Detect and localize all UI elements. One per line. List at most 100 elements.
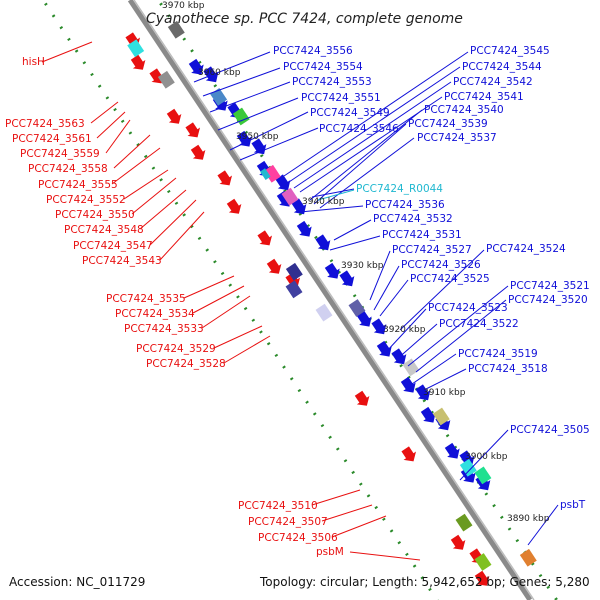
gene-label[interactable]: PCC7424_3507 — [248, 516, 328, 528]
gene-label[interactable]: PCC7424_3544 — [462, 61, 542, 73]
gene-label[interactable]: psbT — [560, 499, 586, 511]
forward-gene[interactable] — [415, 384, 431, 401]
forward-gene[interactable] — [203, 66, 219, 83]
gene-label[interactable]: PCC7424_3563 — [5, 118, 85, 130]
gene-label[interactable]: PCC7424_3535 — [106, 293, 186, 305]
gene-label[interactable]: PCC7424_3524 — [486, 243, 566, 255]
forward-gene[interactable] — [371, 318, 387, 335]
feature-block[interactable] — [474, 553, 492, 571]
forward-gene[interactable] — [315, 234, 331, 251]
reverse-gene[interactable] — [401, 446, 417, 462]
rna-feature[interactable] — [260, 168, 271, 180]
gene-label[interactable]: PCC7424_3532 — [373, 213, 453, 225]
forward-gene[interactable] — [420, 406, 436, 423]
gene-label[interactable]: PCC7424_3533 — [124, 323, 204, 335]
forward-gene[interactable] — [188, 58, 204, 75]
gene-label[interactable]: PCC7424_3525 — [410, 273, 490, 285]
gene-label[interactable]: PCC7424_3539 — [408, 118, 488, 130]
gene-label[interactable]: PCC7424_3521 — [510, 280, 590, 292]
gene-label[interactable]: psbM — [316, 546, 344, 558]
gene-label[interactable]: hisH — [22, 56, 45, 68]
feature-block[interactable] — [281, 187, 299, 206]
reverse-gene[interactable] — [226, 198, 242, 214]
gene-label[interactable]: PCC7424_R0044 — [356, 183, 443, 195]
gene-label[interactable]: PCC7424_3550 — [55, 209, 135, 221]
gene-label[interactable]: PCC7424_3527 — [392, 244, 472, 256]
gene-label[interactable]: PCC7424_3540 — [424, 104, 504, 116]
feature-block[interactable] — [210, 88, 228, 106]
gene-label[interactable]: PCC7424_3534 — [115, 308, 195, 320]
feature-block[interactable] — [459, 458, 477, 477]
feature-block[interactable] — [127, 39, 145, 58]
gene-label[interactable]: PCC7424_3536 — [365, 199, 445, 211]
reverse-gene[interactable] — [257, 230, 273, 246]
gene-label[interactable]: PCC7424_3554 — [283, 61, 363, 73]
gene-label[interactable]: PCC7424_3549 — [310, 107, 390, 119]
gene-label[interactable]: PCC7424_3545 — [470, 45, 550, 57]
feature-block[interactable] — [285, 280, 303, 299]
feature-block[interactable] — [167, 20, 185, 39]
gene-label[interactable]: PCC7424_3523 — [428, 302, 508, 314]
feature-block[interactable] — [157, 70, 175, 89]
reverse-gene[interactable] — [354, 390, 370, 406]
forward-gene[interactable] — [444, 442, 460, 459]
label-leader — [319, 137, 415, 209]
gene-label[interactable]: PCC7424_3531 — [382, 229, 462, 241]
reverse-gene[interactable] — [474, 570, 490, 586]
reverse-gene[interactable] — [217, 170, 233, 186]
forward-gene[interactable] — [236, 130, 252, 147]
reverse-gene[interactable] — [166, 108, 182, 124]
reverse-gene[interactable] — [266, 258, 282, 274]
feature-block[interactable] — [402, 358, 420, 377]
gene-label[interactable]: PCC7424_3559 — [20, 148, 100, 160]
feature-block[interactable] — [455, 513, 473, 532]
gene-label[interactable]: PCC7424_3510 — [238, 500, 318, 512]
gene-label[interactable]: PCC7424_3526 — [401, 259, 481, 271]
gene-label[interactable]: PCC7424_3548 — [64, 224, 144, 236]
gene-label[interactable]: PCC7424_3555 — [38, 179, 118, 191]
gene-label[interactable]: PCC7424_3542 — [453, 76, 533, 88]
forward-gene[interactable] — [400, 376, 416, 393]
forward-gene[interactable] — [376, 340, 392, 357]
forward-gene[interactable] — [339, 270, 355, 287]
feature-block[interactable] — [232, 107, 250, 126]
feature-block[interactable] — [348, 299, 366, 317]
feature-block[interactable] — [315, 303, 333, 322]
reverse-gene[interactable] — [185, 122, 201, 138]
gene-label[interactable]: PCC7424_3522 — [439, 318, 519, 330]
gene-label[interactable]: PCC7424_3552 — [46, 194, 126, 206]
forward-gene[interactable] — [296, 220, 312, 237]
gene-label[interactable]: PCC7424_3537 — [417, 132, 497, 144]
gene-label[interactable]: PCC7424_3547 — [73, 240, 153, 252]
feature-block[interactable] — [285, 262, 303, 281]
forward-gene[interactable] — [391, 348, 407, 365]
gene-label[interactable]: PCC7424_3543 — [82, 255, 162, 267]
reverse-gene[interactable] — [190, 144, 206, 160]
gene-label[interactable]: PCC7424_3518 — [468, 363, 548, 375]
kbp-tick: 3950 kbp — [236, 132, 279, 142]
gene-label[interactable]: PCC7424_3553 — [292, 76, 372, 88]
feature-block[interactable] — [519, 548, 537, 567]
gene-label[interactable]: PCC7424_3519 — [458, 348, 538, 360]
gene-label[interactable]: PCC7424_3505 — [510, 424, 590, 436]
reverse-gene[interactable] — [450, 534, 466, 550]
gene-label[interactable]: PCC7424_3561 — [12, 133, 92, 145]
gene-label[interactable]: PCC7424_3529 — [136, 343, 216, 355]
forward-gene[interactable] — [356, 310, 372, 327]
gene-label[interactable]: PCC7424_3506 — [258, 532, 338, 544]
gene-label[interactable]: PCC7424_3558 — [28, 163, 108, 175]
feature-block[interactable] — [263, 164, 281, 183]
gene-label[interactable]: PCC7424_3528 — [146, 358, 226, 370]
gene-label[interactable]: PCC7424_3551 — [301, 92, 381, 104]
gene-label[interactable]: PCC7424_3520 — [508, 294, 588, 306]
gene-label[interactable]: PCC7424_3541 — [444, 91, 524, 103]
forward-gene[interactable] — [275, 174, 291, 191]
feature-block[interactable] — [432, 407, 450, 426]
forward-gene[interactable] — [324, 262, 340, 279]
reverse-gene[interactable] — [130, 54, 146, 70]
gene-label[interactable]: PCC7424_3556 — [273, 45, 353, 57]
forward-gene[interactable] — [291, 198, 307, 215]
label-leader — [192, 285, 245, 314]
gene-label[interactable]: PCC7424_3546 — [319, 123, 399, 135]
feature-block[interactable] — [474, 466, 492, 485]
